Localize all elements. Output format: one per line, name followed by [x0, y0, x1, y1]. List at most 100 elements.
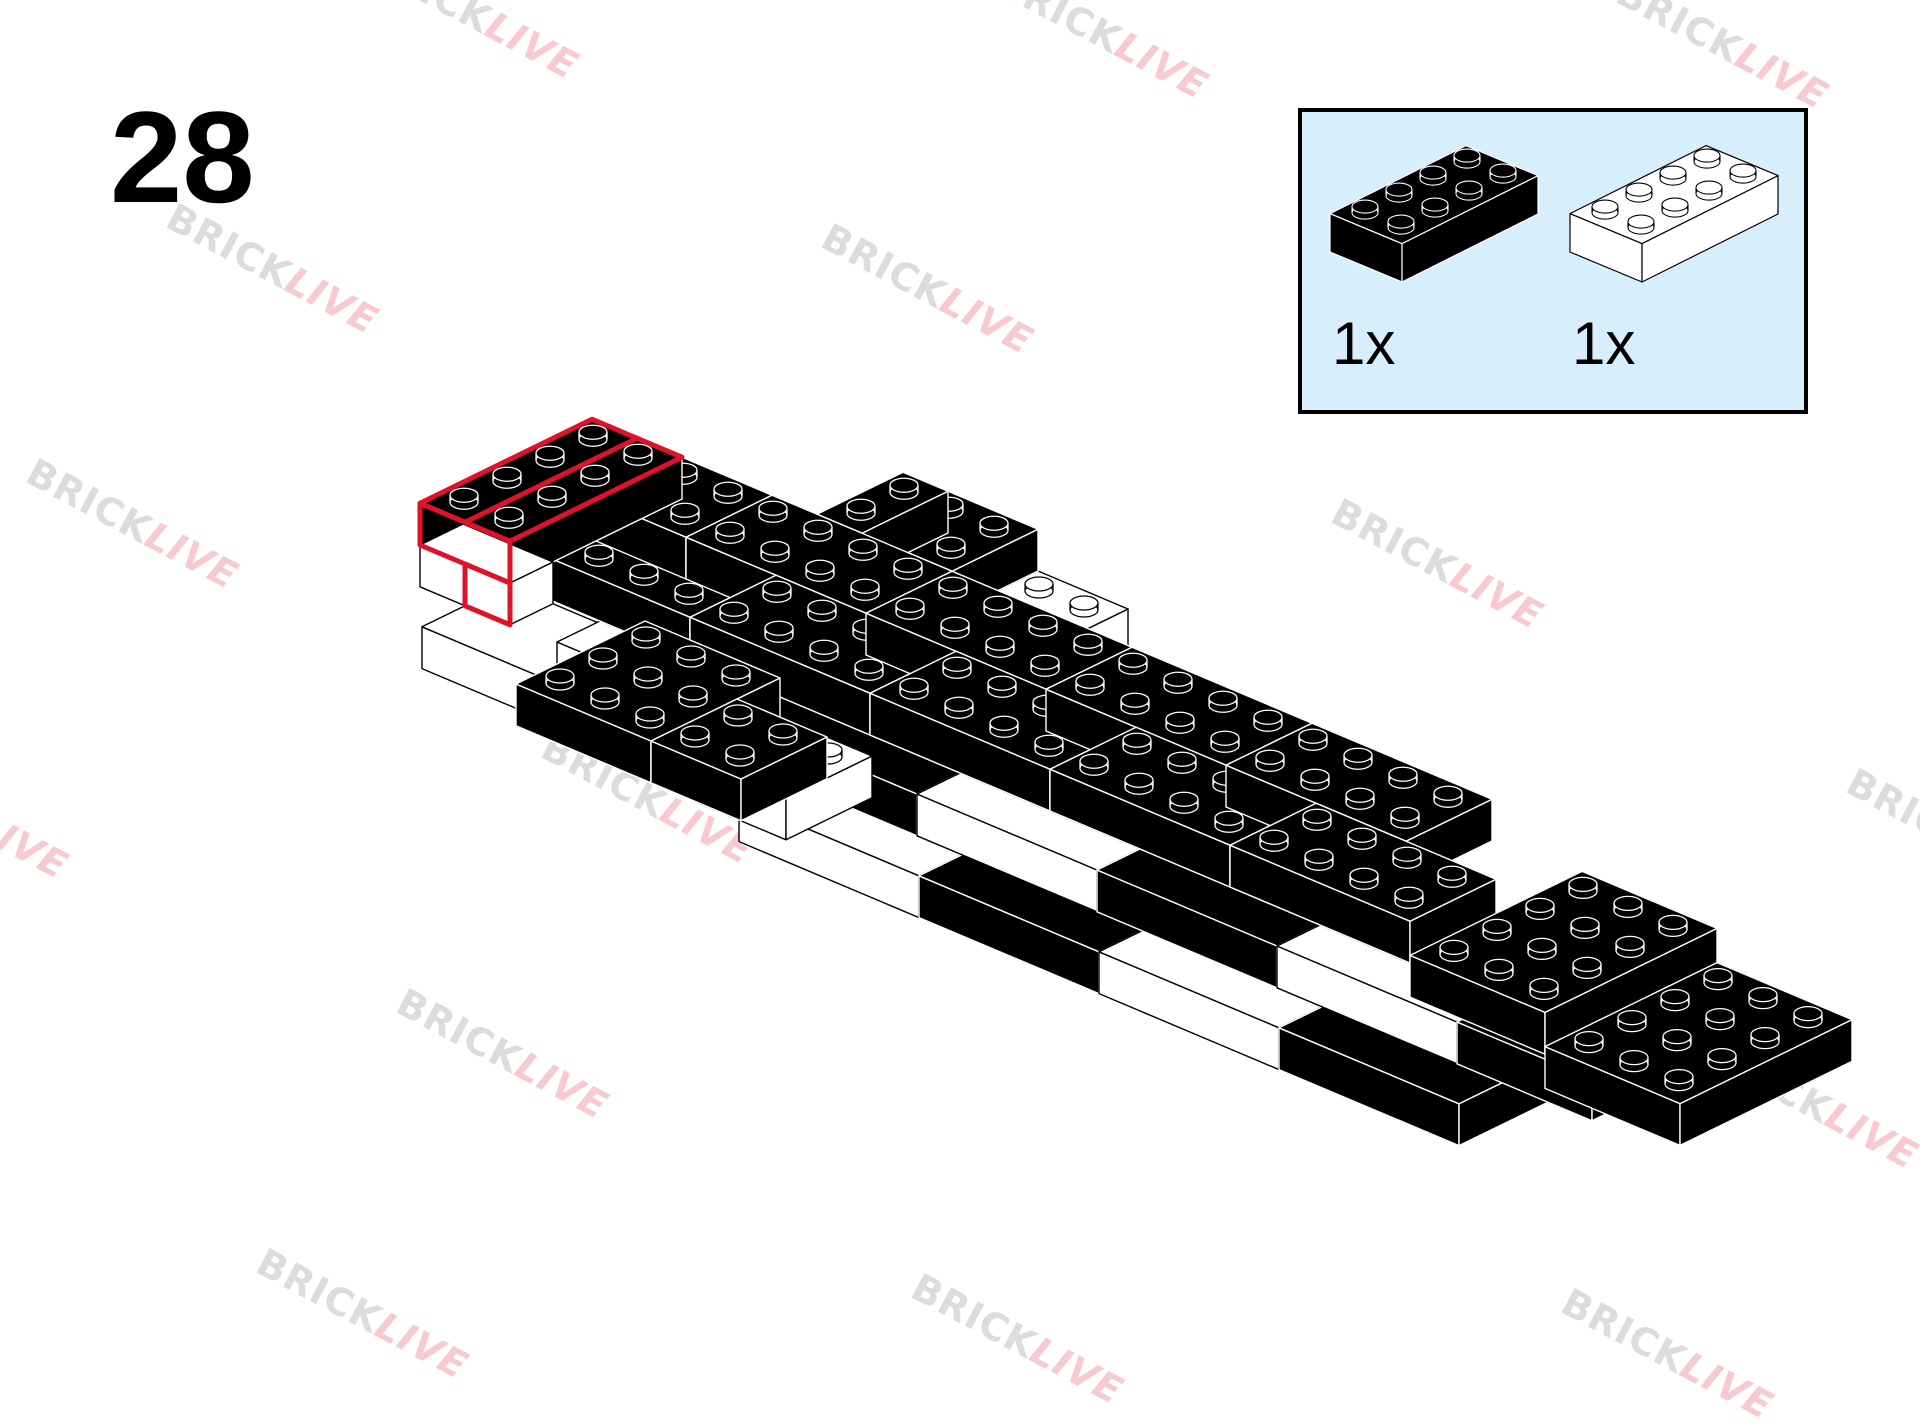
brick-stud — [1214, 810, 1244, 833]
brick-stud — [1615, 935, 1645, 959]
brick-stud — [1439, 939, 1469, 963]
brick-top-face — [1229, 802, 1497, 922]
brick-stud — [942, 656, 972, 679]
brick-stud — [580, 464, 610, 487]
brick-stud — [1167, 751, 1197, 774]
brick-stud — [807, 599, 837, 622]
brick-stud — [1619, 1049, 1649, 1073]
brick-stud — [674, 582, 704, 605]
brick-stud — [1705, 1007, 1735, 1031]
brick-stud — [1421, 197, 1449, 218]
brick-stud — [899, 677, 929, 700]
brick-stud — [1617, 1009, 1647, 1033]
brick-stud — [1482, 918, 1512, 942]
tail-brick — [1544, 961, 1853, 1147]
brick-stud — [889, 477, 919, 500]
brick-stud — [1419, 165, 1447, 186]
brick-stud — [1529, 977, 1559, 1001]
brick-stud — [1259, 829, 1289, 852]
brick-stud — [494, 506, 524, 529]
part-quantity-white: 1x — [1572, 310, 1636, 377]
brick-stud — [1075, 673, 1105, 696]
brick-stud — [846, 498, 876, 521]
brick-stud — [938, 576, 968, 599]
brick-stud — [985, 635, 1015, 658]
brick-stud — [762, 580, 792, 603]
brick-stud — [1165, 711, 1195, 734]
brick-stud — [1028, 614, 1058, 637]
brick-stud — [623, 443, 653, 466]
brick-top-face — [650, 698, 828, 780]
brick-2x4 — [1329, 144, 1539, 283]
brick-stud — [588, 647, 618, 670]
new-bricks-highlight — [417, 416, 685, 628]
step-number: 28 — [110, 84, 255, 230]
part-quantity-black: 1x — [1332, 310, 1396, 377]
brick-stud — [1455, 180, 1483, 201]
brick-stud — [676, 645, 706, 668]
brick-stud — [1568, 876, 1598, 900]
brick-stud — [1570, 916, 1600, 940]
brick-stud — [1024, 576, 1054, 599]
brick-stud — [1118, 652, 1148, 675]
brick-stud — [1387, 214, 1415, 235]
brick-stud — [1748, 986, 1778, 1010]
brick-stud — [680, 725, 710, 748]
brick-stud — [809, 639, 839, 662]
brick-stud — [1574, 1030, 1604, 1054]
brick-stud — [1298, 728, 1328, 751]
brick-stud — [1304, 848, 1334, 871]
highlight-divider — [463, 435, 639, 525]
brick-stud — [1169, 791, 1199, 814]
brick-stud — [1660, 988, 1690, 1012]
brick-stud — [1433, 785, 1463, 808]
brick-stud — [1525, 897, 1555, 921]
brick-stud — [1208, 690, 1238, 713]
brick-stud — [492, 466, 522, 489]
brick-stud — [1385, 182, 1413, 203]
brick-stud — [719, 601, 749, 624]
brick-stud — [895, 597, 925, 620]
brick-stud — [1729, 163, 1757, 184]
brick-stud — [1591, 199, 1619, 220]
brick-stud — [631, 626, 661, 649]
brick-stud — [1627, 214, 1655, 235]
part-white-2x4-brick — [1569, 144, 1779, 283]
brick-stud — [1658, 914, 1688, 938]
brick-stud — [1351, 199, 1379, 220]
brick-stud — [1253, 709, 1283, 732]
parts-list-panel: 1x 1x — [1298, 108, 1808, 414]
brick-stud — [987, 675, 1017, 698]
brick-stud — [854, 658, 884, 681]
brick-stud — [633, 666, 663, 689]
brick-stud — [848, 538, 878, 561]
brick-stud — [1069, 595, 1099, 618]
fin-left-black — [650, 698, 828, 822]
brick-stud — [1572, 956, 1602, 980]
brick-stud — [1750, 1026, 1780, 1050]
brick-stud — [449, 487, 479, 510]
brick-stud — [590, 687, 620, 710]
brick-stud — [537, 485, 567, 508]
brick-stud — [1707, 1047, 1737, 1071]
brick-stud — [936, 536, 966, 559]
brick-stud — [1300, 768, 1330, 791]
brick-stud — [1484, 958, 1514, 982]
brick-stud — [768, 723, 798, 746]
brick-stud — [535, 445, 565, 468]
brick-stud — [1695, 180, 1723, 201]
brick-stud — [629, 563, 659, 586]
brick-stud — [635, 706, 665, 729]
brick-stud — [944, 696, 974, 719]
brick-stud — [1349, 867, 1379, 890]
brick-stud — [1394, 886, 1424, 909]
brick-stud — [850, 578, 880, 601]
brick-stud — [1390, 806, 1420, 829]
brick-stud — [1664, 1068, 1694, 1092]
brick-stud — [1073, 633, 1103, 656]
brick-stud — [979, 515, 1009, 538]
brick-stud — [1122, 732, 1152, 755]
brick-stud — [989, 715, 1019, 738]
brick-stud — [1079, 753, 1109, 776]
brick-stud — [713, 481, 743, 504]
